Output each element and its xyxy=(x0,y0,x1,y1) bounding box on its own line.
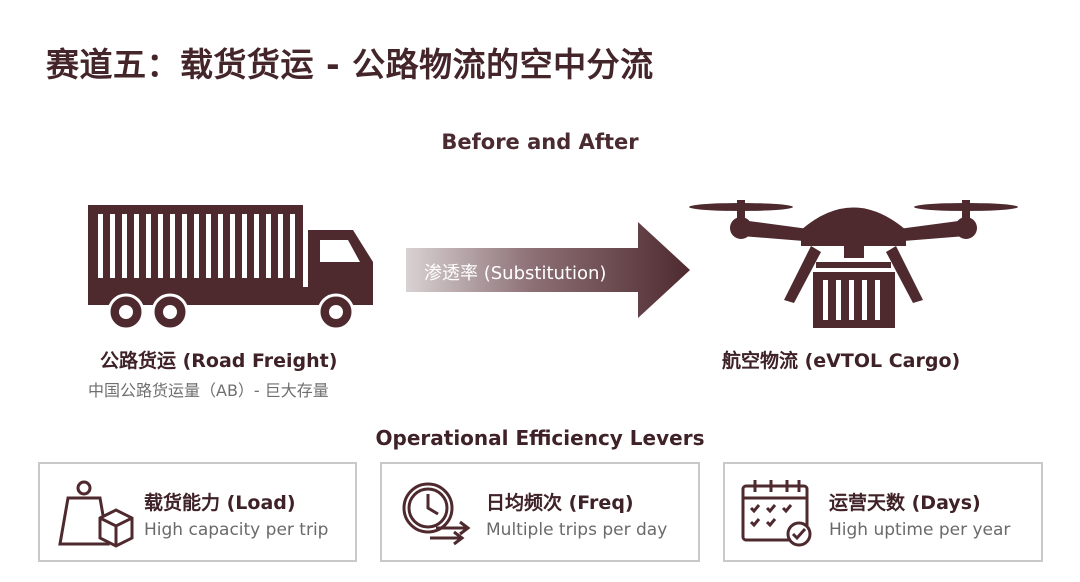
lever-load-desc: High capacity per trip xyxy=(144,520,329,540)
page-title: 赛道五：载货货运 - 公路物流的空中分流 xyxy=(46,45,654,84)
levers-heading: Operational Efficiency Levers xyxy=(375,426,705,450)
lever-card-load: 载货能力 (Load) High capacity per trip xyxy=(38,462,357,562)
before-after-heading: Before and After xyxy=(441,130,639,154)
lever-days-title: 运营天数 (Days) xyxy=(829,492,981,514)
arrow-right-icon xyxy=(406,220,691,324)
substitution-label: 渗透率 (Substitution) xyxy=(424,263,607,284)
evtol-cargo-label: 航空物流 (eVTOL Cargo) xyxy=(722,350,961,372)
calendar-check-icon xyxy=(739,478,819,554)
clock-arrows-icon xyxy=(396,478,476,554)
lever-days-desc: High uptime per year xyxy=(829,520,1011,540)
road-freight-sublabel: 中国公路货运量（AB）- 巨大存量 xyxy=(88,381,329,400)
lever-card-freq: 日均频次 (Freq) Multiple trips per day xyxy=(380,462,700,562)
road-freight-label: 公路货运 (Road Freight) xyxy=(100,350,338,372)
lever-load-title: 载货能力 (Load) xyxy=(144,492,296,514)
lever-card-days: 运营天数 (Days) High uptime per year xyxy=(723,462,1043,562)
lever-freq-desc: Multiple trips per day xyxy=(486,520,668,540)
weight-box-icon xyxy=(54,478,134,554)
truck-icon xyxy=(88,200,378,334)
lever-freq-title: 日均频次 (Freq) xyxy=(486,492,634,514)
drone-cargo-icon xyxy=(686,190,1021,344)
